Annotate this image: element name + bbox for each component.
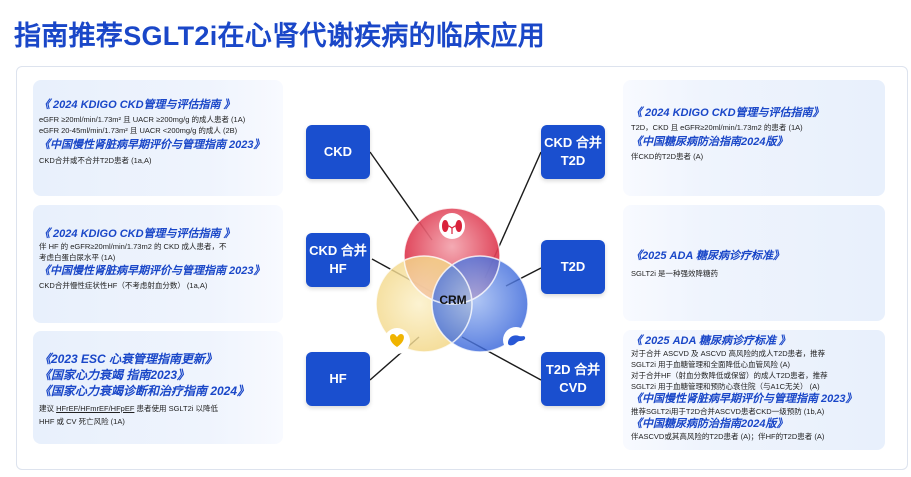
guideline-heading: 《 2025 ADA 糖尿病诊疗标准 》 [631,335,791,347]
guideline-heading: 《2025 ADA 糖尿病诊疗标准》 [631,250,785,262]
right-panel-t2d-cvd: 《 2025 ADA 糖尿病诊疗标准 》 对于合并 ASCVD 及 ASCVD … [623,330,885,450]
page-title: 指南推荐SGLT2i在心肾代谢疾病的临床应用 [14,21,546,51]
guideline-heading: 《国家心力衰竭 指南2023》 [39,368,190,382]
guideline-text: CKD合并或不合并T2D患者 (1a,A) [39,156,152,165]
guideline-text: 伴 HF 的 eGFR≥20ml/min/1.73m2 的 CKD 成人患者，不 [39,242,227,251]
guideline-heading: 《 2024 KDIGO CKD管理与评估指南》 [631,107,824,119]
guideline-text: 建议 HFrEF/HFmrEF/HFpEF 患者使用 SGLT2i 以降低 [39,404,219,413]
guideline-text: eGFR 20-45ml/min/1.73m² 且 UACR <200mg/g … [39,126,238,135]
guideline-text: 推荐SGLT2i用于T2D合并ASCVD患者CKD一级预防 (1b,A) [631,407,825,416]
right-panel-t2d: 《2025 ADA 糖尿病诊疗标准》 SGLT2i 是一种强效降糖药 [623,205,885,321]
guideline-heading: 《中国慢性肾脏病早期评价与管理指南 2023》 [39,139,265,151]
pancreas-icon [503,327,529,353]
guideline-heading: 《中国糖尿病防治指南2024版》 [631,418,788,430]
guideline-text: 对于合并HF（射血分数降低或保留）的成人T2D患者，推荐 [631,371,828,380]
hf-box: HF [306,352,370,406]
guideline-heading: 《中国慢性肾脏病早期评价与管理指南 2023》 [631,393,857,405]
guideline-text: 对于合并 ASCVD 及 ASCVD 高风险的成人T2D患者，推荐 [631,349,826,358]
left-panel-ckd: 《 2024 KDIGO CKD管理与评估指南 》 eGFR ≥20ml/min… [33,80,283,196]
heart-icon [384,328,410,354]
kidney-icon [439,213,465,239]
metabolic-circle [432,256,528,352]
left-panel-hf: 《2023 ESC 心衰管理指南更新》 《国家心力衰竭 指南2023》 《国家心… [33,331,283,444]
right-panel-ckd-t2d: 《 2024 KDIGO CKD管理与评估指南》 T2D，CKD 且 eGFR≥… [623,80,885,196]
guideline-text: SGLT2i 用于血糖管理和预防心衰住院（与A1C无关） (A) [631,382,820,391]
guideline-text: 伴ASCVD或其高风险的T2D患者 (A)；伴HF的T2D患者 (A) [631,432,825,441]
guideline-heading: 《中国糖尿病防治指南2024版》 [631,136,788,148]
guideline-text: 考虑白蛋白尿水平 (1A) [39,253,116,262]
ckd-box: CKD [306,125,370,179]
left-panel-ckd-hf: 《 2024 KDIGO CKD管理与评估指南 》 伴 HF 的 eGFR≥20… [33,205,283,323]
guideline-text: SGLT2i 是一种强效降糖药 [631,269,718,278]
guideline-text: CKD合并慢性症状性HF（不考虑射血分数） (1a,A) [39,281,208,290]
guideline-text: 伴CKD的T2D患者 (A) [631,152,704,161]
guideline-text: HHF 或 CV 死亡风险 (1A) [39,417,125,426]
guideline-heading: 《中国慢性肾脏病早期评价与管理指南 2023》 [39,265,265,277]
venn-center-label: CRM [439,293,467,307]
guideline-text: T2D，CKD 且 eGFR≥20ml/min/1.73m2 的患者 (1A) [631,123,803,132]
guideline-text: SGLT2i 用于血糖管理和全面降低心血管风险 (A) [631,360,791,369]
guideline-heading: 《国家心力衰竭诊断和治疗指南 2024》 [39,384,250,398]
t2d-box: T2D [541,240,605,294]
guideline-text: eGFR ≥20ml/min/1.73m² 且 UACR ≥200mg/g 的成… [39,115,246,124]
hf-types-text: HFrEF/HFmrEF/HFpEF [56,404,135,413]
guideline-heading: 《 2024 KDIGO CKD管理与评估指南 》 [39,228,235,240]
guideline-heading: 《 2024 KDIGO CKD管理与评估指南 》 [39,99,235,111]
guideline-heading: 《2023 ESC 心衰管理指南更新》 [39,352,218,366]
